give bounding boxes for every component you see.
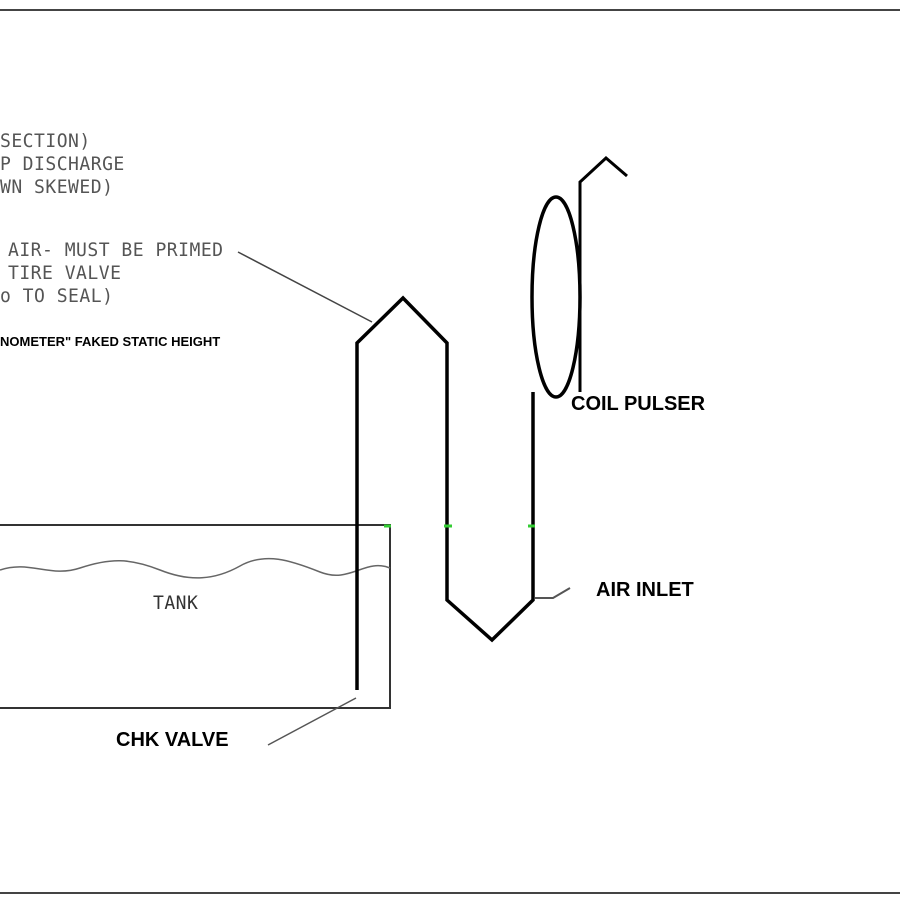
coil-pulser-label: COIL PULSER (571, 393, 706, 415)
note-primed-2: TIRE VALVE (8, 262, 122, 284)
coil-pulser (530, 195, 582, 399)
primed-leader (237, 251, 373, 323)
water-surface (0, 557, 391, 579)
air-inlet-leader (535, 587, 571, 599)
note-primed-3: o TO SEAL) (0, 285, 114, 307)
pipe (355, 295, 535, 690)
tank-label: TANK (153, 592, 199, 614)
air-inlet-label: AIR INLET (596, 579, 694, 601)
outlet-pipe (578, 155, 628, 392)
tank (0, 524, 391, 709)
note-primed-1: AIR- MUST BE PRIMED (8, 239, 224, 261)
note-line-3: WN SKEWED) (0, 176, 114, 198)
chk-valve-label: CHK VALVE (116, 729, 229, 751)
note-line-1: SECTION) (0, 130, 91, 152)
note-line-2: P DISCHARGE (0, 153, 125, 175)
chk-valve-leader (267, 697, 357, 746)
manometer-note: NOMETER" FAKED STATIC HEIGHT (0, 334, 221, 349)
